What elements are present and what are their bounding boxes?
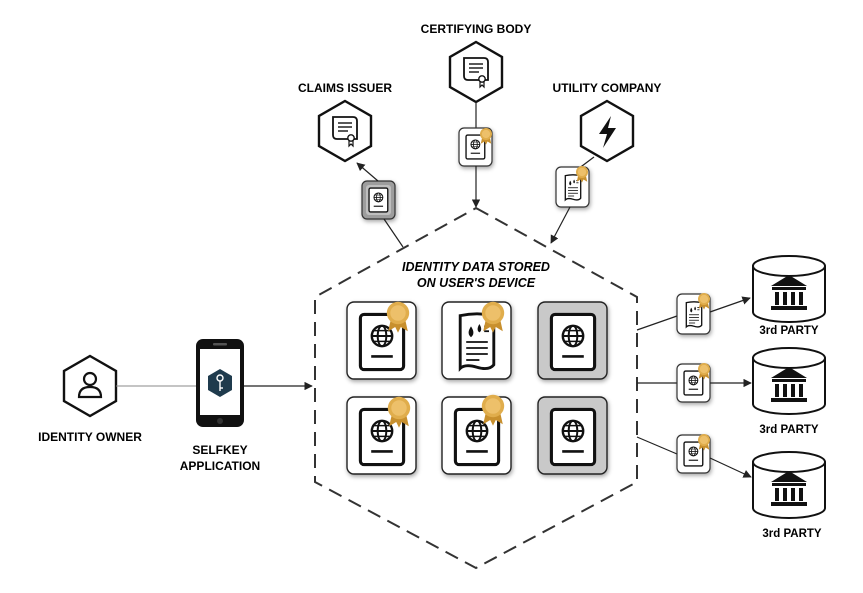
identity-storage-hexagon (314, 206, 638, 570)
claim-document-tile (361, 180, 396, 220)
third-party-label-1: 3rd PARTY (759, 325, 819, 337)
lightning-icon (599, 116, 616, 148)
certified-document-tile (458, 127, 493, 167)
third-party-database-1 (752, 255, 826, 323)
third-party-database-2 (752, 347, 826, 415)
passport-icon (549, 312, 597, 372)
certifying-body-hexagon-icon (448, 40, 504, 104)
stored-passport-certified-2 (346, 396, 417, 475)
stored-passport-certified-3 (441, 394, 512, 475)
gold-seal-icon (481, 394, 505, 426)
claims-issuer-hexagon-icon (317, 99, 373, 163)
selfkey-app-label-line1: SELFKEY (192, 443, 247, 457)
certifying-body-label: CERTIFYING BODY (421, 22, 532, 36)
third-party-label-3: 3rd PARTY (762, 528, 822, 540)
third-party-database-3 (752, 451, 826, 519)
stored-utility-bill (441, 301, 512, 380)
utility-company-label: UTILITY COMPANY (553, 81, 662, 95)
gold-seal-icon (386, 301, 410, 333)
shared-bill-tile (676, 293, 711, 335)
utility-bill-tile (555, 166, 590, 208)
storage-title-line1: IDENTITY DATA STORED (402, 260, 550, 274)
identity-owner-hexagon-icon (62, 354, 118, 418)
stored-passport-unverified (537, 301, 608, 380)
identity-owner-label: IDENTITY OWNER (38, 430, 142, 444)
stored-passport-certified (346, 301, 417, 380)
passport-icon (549, 407, 597, 467)
utility-company-hexagon-icon (579, 99, 635, 163)
storage-title-line2: ON USER'S DEVICE (417, 276, 536, 290)
claims-issuer-label: CLAIMS ISSUER (298, 81, 392, 95)
stored-passport-unverified-2 (537, 396, 608, 475)
smartphone-icon (196, 339, 244, 427)
gold-seal-icon (481, 301, 505, 333)
shared-passport-tile (676, 363, 711, 403)
shared-passport-tile-2 (676, 434, 711, 474)
person-icon (82, 371, 98, 387)
selfkey-app-label-line2: APPLICATION (180, 459, 260, 473)
third-party-label-2: 3rd PARTY (759, 424, 819, 436)
gold-seal-icon (387, 396, 411, 428)
